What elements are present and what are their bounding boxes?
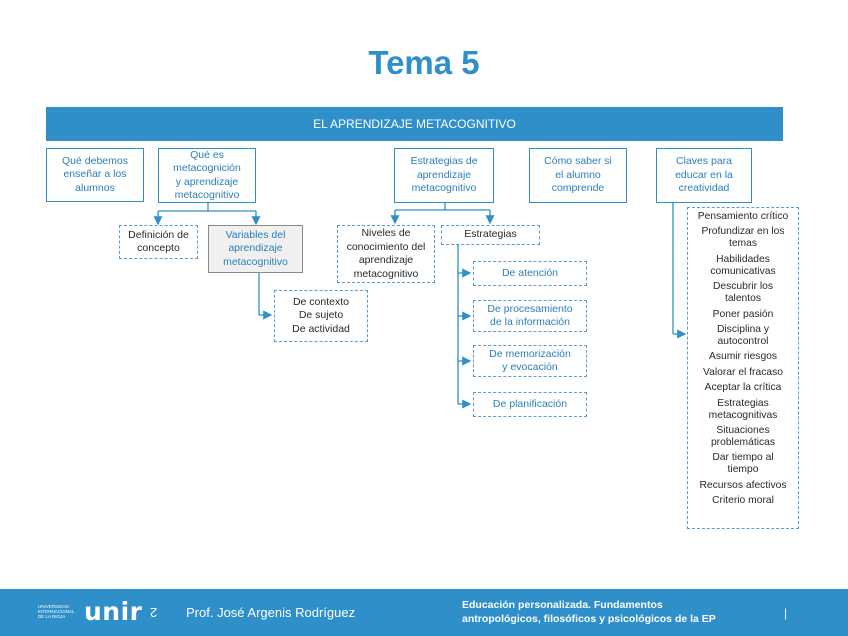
- claves-item: Profundizar en los temas: [701, 226, 785, 250]
- claves-item: Habilidades comunicativas: [710, 253, 776, 277]
- claves-item: Asumir riesgos: [708, 351, 778, 363]
- node-estrategias: Estrategias: [441, 225, 540, 245]
- node-que-ensenar: Qué debemos enseñar a los alumnos: [46, 148, 144, 202]
- unir-logo: unir: [84, 597, 143, 626]
- professor-name: Prof. José Argenis Rodríguez: [186, 605, 356, 620]
- claves-item: Estrategias metacognitivas: [708, 397, 778, 421]
- claves-item: Situaciones problemáticas: [710, 424, 776, 448]
- claves-item: Pensamiento crítico: [697, 211, 789, 222]
- root-banner: EL APRENDIZAJE METACOGNITIVO: [46, 107, 783, 141]
- course-title: Educación personalizada. Fundamentos ant…: [462, 599, 716, 625]
- university-name: UNIVERSIDAD INTERNACIONAL DE LA RIOJA: [38, 604, 75, 619]
- claves-list: Pensamiento crítico Profundizar en los t…: [687, 207, 799, 529]
- node-contexto-sujeto-actividad: De contexto De sujeto De actividad: [274, 290, 368, 342]
- node-de-procesamiento: De procesamiento de la información: [473, 300, 587, 332]
- claves-item: Dar tiempo al tiempo: [712, 452, 774, 476]
- node-claves-creatividad: Claves para educar en la creatividad: [656, 148, 752, 203]
- node-variables-aprendizaje: Variables del aprendizaje metacognitivo: [208, 225, 303, 273]
- claves-item: Valorar el fracaso: [703, 366, 783, 378]
- claves-item: Recursos afectivos: [699, 479, 787, 491]
- node-estrategias-aprendizaje: Estrategias de aprendizaje metacognitivo: [394, 148, 494, 203]
- footer-divider: |: [784, 606, 788, 620]
- page-number: 2: [150, 605, 158, 620]
- page-title: Tema 5: [368, 44, 480, 81]
- node-de-memorizacion: De memorización y evocación: [473, 345, 587, 377]
- node-de-atencion: De atención: [473, 261, 587, 286]
- claves-item: Criterio moral: [712, 495, 774, 507]
- node-niveles-conocimiento: Niveles de conocimiento del aprendizaje …: [337, 225, 435, 283]
- claves-item: Disciplina y autocontrol: [716, 323, 770, 347]
- footer-bar: UNIVERSIDAD INTERNACIONAL DE LA RIOJA un…: [0, 589, 848, 636]
- claves-item: Descubrir los talentos: [712, 281, 774, 305]
- claves-item: Aceptar la crítica: [704, 382, 782, 394]
- node-de-planificacion: De planificación: [473, 392, 587, 417]
- node-que-es-metacognicion: Qué es metacognición y aprendizaje metac…: [158, 148, 256, 203]
- node-definicion-concepto: Definición de concepto: [119, 225, 198, 259]
- node-como-saber: Cómo saber si el alumno comprende: [529, 148, 627, 203]
- claves-item: Poner pasión: [712, 308, 774, 320]
